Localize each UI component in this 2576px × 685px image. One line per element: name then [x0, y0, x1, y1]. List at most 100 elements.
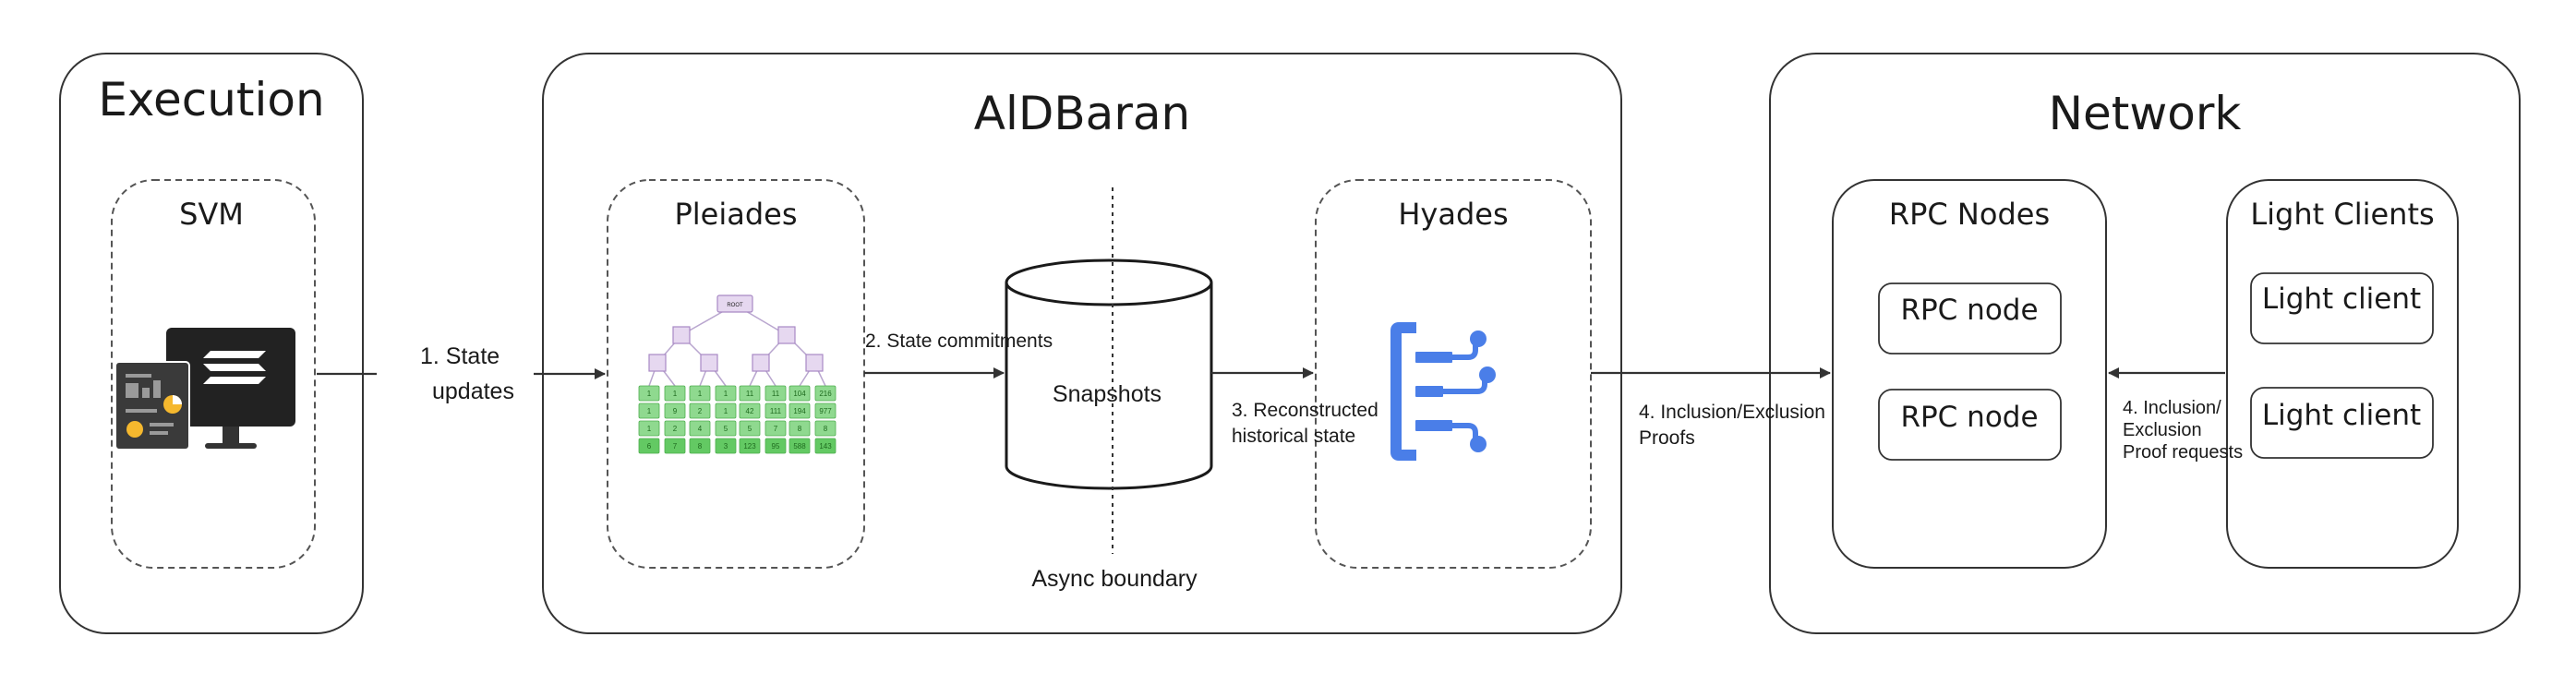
tree-leaf-cell: [764, 438, 787, 454]
tree-leaf-cell: [689, 385, 711, 402]
tree-leaf-value: 194: [793, 407, 806, 415]
tree-leaf-cell: [664, 420, 686, 437]
light-client-label: Light client: [2262, 399, 2421, 432]
hyades-icon: [1390, 322, 1496, 461]
tree-leaf-cell: [638, 438, 660, 454]
svm-computer-icon: [114, 328, 295, 451]
tree-leaf-value: 4: [698, 425, 703, 433]
light-client-label: Light client: [2262, 282, 2421, 316]
aldbaran-title: AlDBaran: [974, 87, 1190, 140]
state-updates-label-2: updates: [432, 379, 514, 404]
tree-leaf-cell: [638, 420, 660, 437]
proofs-label-2: Proofs: [1639, 427, 1695, 449]
rpc-node-label: RPC node: [1900, 401, 2038, 434]
reconstructed-label-1: 3. Reconstructed: [1232, 400, 1378, 421]
light-client-box[interactable]: Light client: [2250, 272, 2434, 344]
tree-leaf-cell: [689, 403, 711, 419]
tree-leaf-cell: [764, 403, 787, 419]
tree-leaf-cell: [715, 385, 737, 402]
tree-leaf-cell: [764, 385, 787, 402]
tree-leaf-cell: [788, 438, 811, 454]
snapshots-label: Snapshots: [1053, 381, 1162, 407]
tree-leaf-cell: [638, 385, 660, 402]
rpc-nodes-group: RPC Nodes RPC node RPC node: [1832, 179, 2107, 569]
tree-leaf-cell: [788, 385, 811, 402]
tree-leaf-value: 5: [724, 425, 728, 433]
tree-leaf-value: 123: [743, 442, 756, 451]
proofs-label-1: 4. Inclusion/Exclusion: [1639, 402, 1825, 423]
svm-group: SVM: [111, 179, 316, 569]
tree-leaf-value: 6: [647, 442, 652, 451]
tree-leaf-cell: [814, 420, 837, 437]
tree-leaf-value: 216: [819, 390, 832, 398]
tree-leaf-value: 7: [673, 442, 678, 451]
tree-leaf-value: 7: [774, 425, 778, 433]
tree-leaf-value: 11: [772, 390, 780, 398]
tree-leaf-cell: [664, 438, 686, 454]
tree-leaf-cell: [788, 403, 811, 419]
tree-leaf-cell: [739, 385, 761, 402]
svm-label: SVM: [179, 197, 244, 232]
tree-leaf-value: 1: [724, 407, 728, 415]
tree-leaf-cell: [689, 438, 711, 454]
async-boundary-label: Async boundary: [1031, 566, 1198, 592]
tree-leaf-value: 8: [698, 442, 703, 451]
light-client-box[interactable]: Light client: [2250, 387, 2434, 459]
pleiades-label: Pleiades: [674, 197, 797, 232]
state-commitments-label: 2. State commitments: [865, 330, 1053, 352]
tree-leaf-cell: [715, 403, 737, 419]
tree-leaf-cell: [764, 420, 787, 437]
tree-leaf-value: 8: [824, 425, 828, 433]
tree-leaf-value: 11: [746, 390, 754, 398]
tree-leaf-value: 1: [647, 407, 652, 415]
tree-leaf-cell: [664, 385, 686, 402]
reconstructed-label-2: historical state: [1232, 426, 1355, 447]
execution-title: Execution: [98, 73, 324, 126]
execution-panel: Execution SVM: [59, 53, 364, 634]
hyades-group: Hyades: [1315, 179, 1592, 569]
tree-leaf-value: 1: [724, 390, 728, 398]
tree-leaf-cell: [739, 403, 761, 419]
tree-leaf-cell: [689, 420, 711, 437]
arrow-proofs: 4. Inclusion/Exclusion Proofs: [1591, 367, 1831, 449]
network-panel: Network RPC Nodes RPC node RPC node Ligh…: [1769, 53, 2521, 634]
tree-leaf-cell: [715, 420, 737, 437]
tree-leaf-cell: [664, 403, 686, 419]
tree-leaf-cell: [739, 420, 761, 437]
rpc-nodes-label: RPC Nodes: [1889, 197, 2050, 232]
proof-requests-label-2: Exclusion: [2123, 420, 2202, 440]
light-clients-group: Light Clients Light client Light client: [2226, 179, 2459, 569]
state-updates-label-1: 1. State: [420, 343, 500, 369]
network-title: Network: [2049, 87, 2242, 140]
tree-leaf-value: 5: [748, 425, 752, 433]
snapshots-cylinder[interactable]: Snapshots: [1005, 258, 1213, 490]
proof-requests-label-1: 4. Inclusion/: [2123, 398, 2221, 418]
tree-leaf-cell: [638, 403, 660, 419]
light-clients-label: Light Clients: [2250, 197, 2434, 232]
arrow-state-commitments: 2. State commitments: [864, 330, 1053, 379]
tree-leaf-value: 1: [647, 425, 652, 433]
tree-leaf-value: 977: [819, 407, 832, 415]
rpc-node-box[interactable]: RPC node: [1878, 389, 2062, 461]
tree-leaf-value: 95: [772, 442, 780, 451]
tree-leaf-value: 104: [793, 390, 806, 398]
tree-leaf-value: 3: [724, 442, 728, 451]
hyades-label: Hyades: [1398, 197, 1508, 232]
tree-leaf-cell: [715, 438, 737, 454]
tree-leaf-value: 8: [798, 425, 802, 433]
rpc-node-box[interactable]: RPC node: [1878, 282, 2062, 355]
arrow-reconstructed-state: 3. Reconstructed historical state: [1211, 367, 1378, 447]
tree-leaf-value: 1: [647, 390, 652, 398]
tree-leaf-value: 111: [770, 407, 782, 415]
tree-root-label: ROOT: [727, 303, 743, 308]
arrow-proof-requests: 4. Inclusion/ Exclusion Proof requests: [2108, 367, 2243, 463]
proof-requests-label-3: Proof requests: [2123, 442, 2243, 463]
tree-leaf-value: 143: [819, 442, 832, 451]
rpc-node-label: RPC node: [1900, 294, 2038, 327]
tree-leaf-cell: [739, 438, 761, 454]
tree-leaf-value: 2: [673, 425, 678, 433]
tree-leaf-value: 2: [698, 407, 703, 415]
